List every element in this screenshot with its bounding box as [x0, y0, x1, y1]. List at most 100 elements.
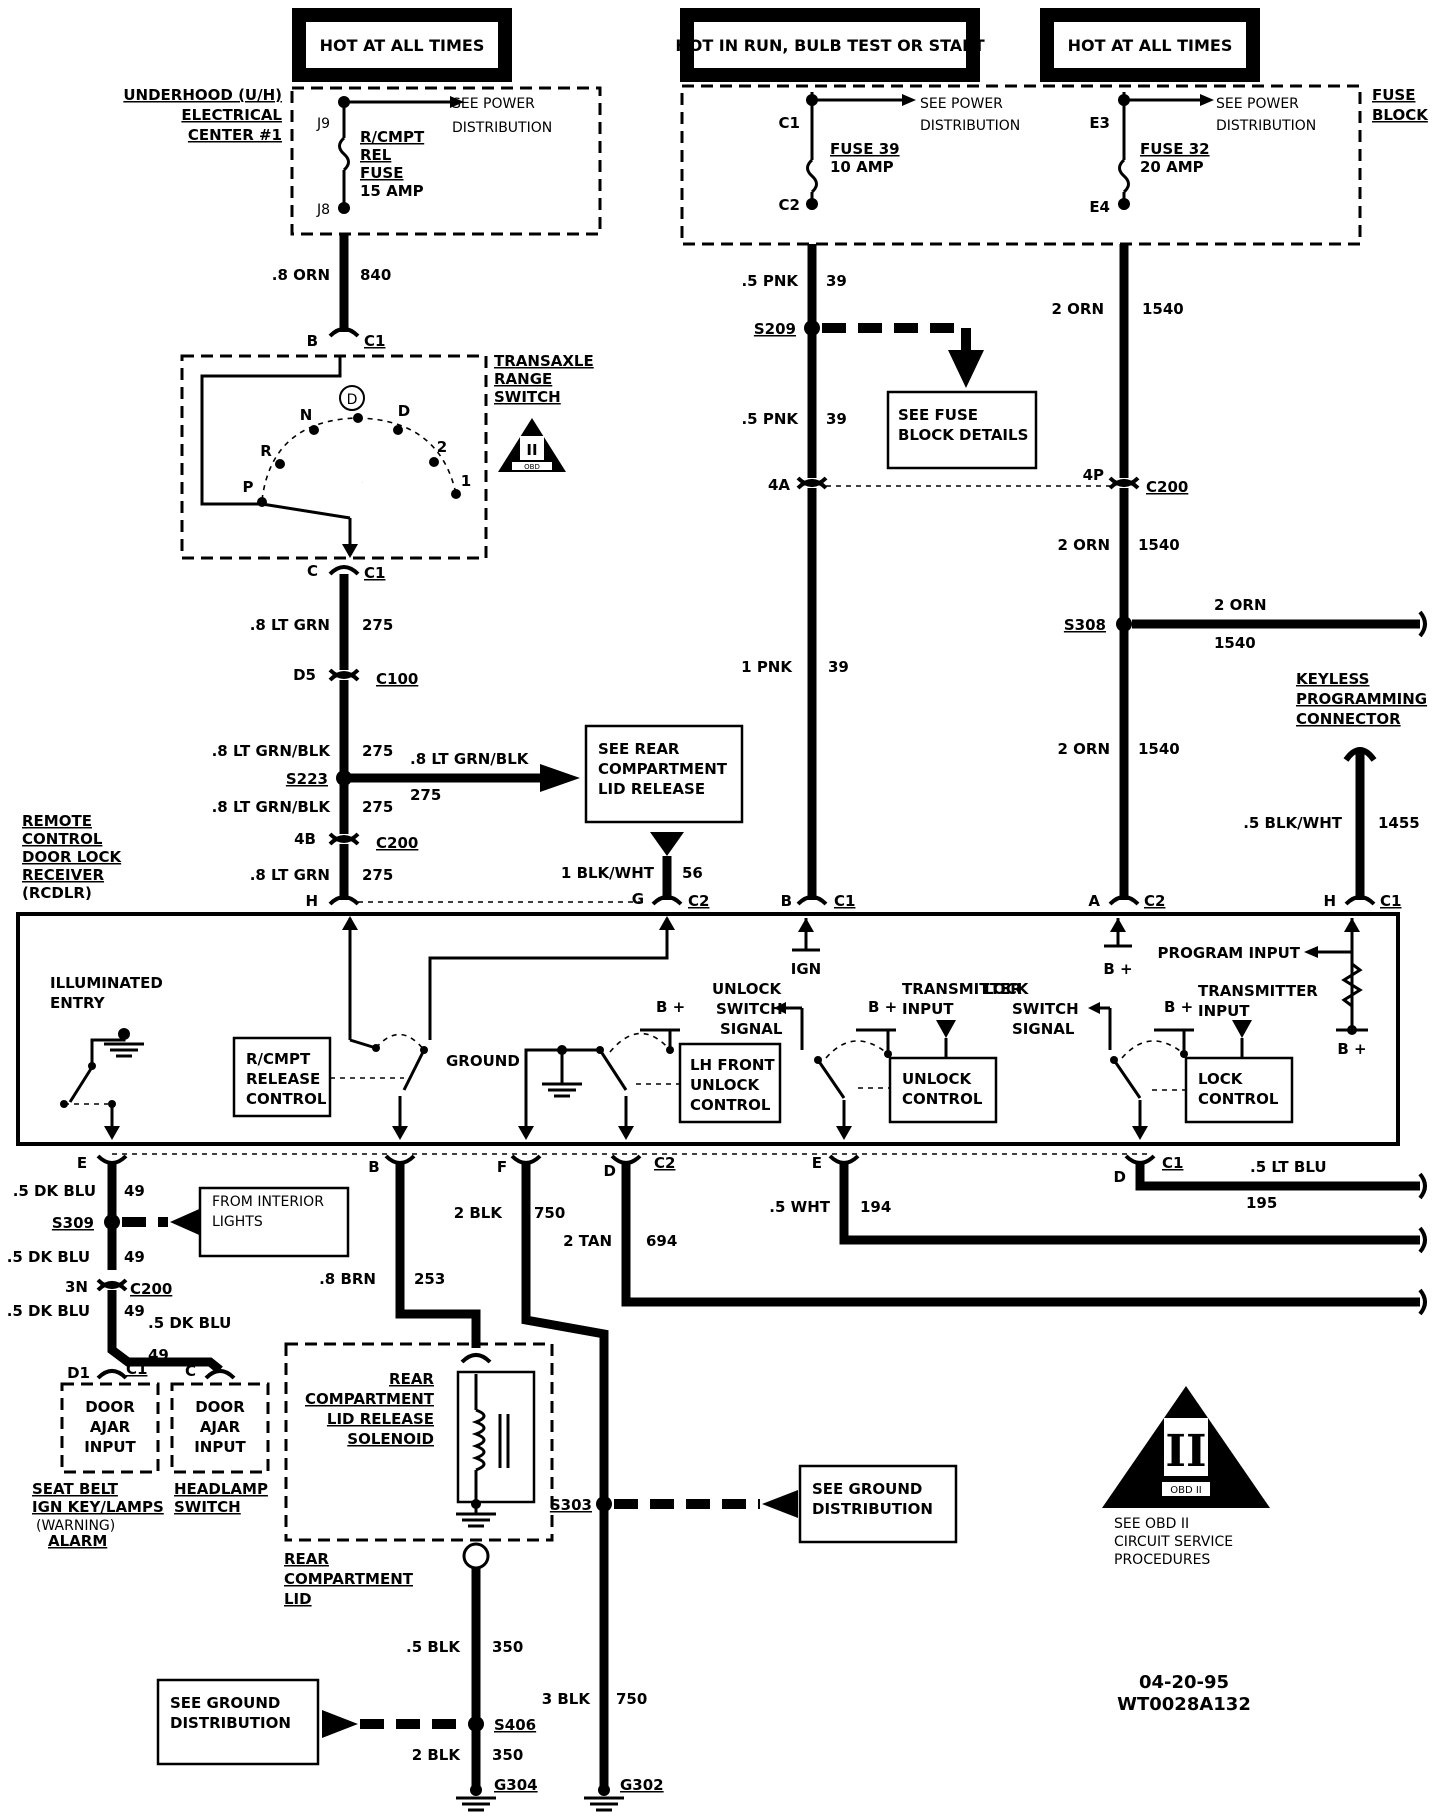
- fuse-label: R/CMPT: [360, 128, 425, 146]
- fuse-label: REL: [360, 146, 392, 164]
- pin-label: B: [781, 892, 792, 910]
- circuit-1540: 2 ORN 1540 4P C200 2 ORN 1540 S308 2 ORN…: [1051, 244, 1427, 910]
- position-label: R: [260, 442, 272, 460]
- from-interior-lights-label: LIGHTS: [212, 1214, 263, 1230]
- wire-number-label: 1540: [1142, 300, 1184, 318]
- wire-gauge-label: 2 ORN: [1051, 300, 1104, 318]
- wire-gauge-label: 2 BLK: [454, 1204, 504, 1222]
- wire-gauge-label: 1 PNK: [741, 658, 793, 676]
- wire-gauge-label: .8 LT GRN: [250, 866, 330, 884]
- illuminated-entry-label: ILLUMINATED: [50, 974, 163, 992]
- wire-gauge-label: .5 DK BLU: [7, 1248, 90, 1266]
- pin-label: C1: [779, 114, 800, 132]
- see-power-label: DISTRIBUTION: [1216, 118, 1316, 134]
- see-power-label: DISTRIBUTION: [452, 120, 552, 136]
- diagram-date: 04-20-95: [1139, 1672, 1229, 1693]
- transaxle-range-switch: B C1 D N D R P 2 1 TRANSAXLE RANGE SWITC…: [180, 327, 594, 582]
- arrow-down-icon: [392, 1126, 408, 1140]
- pin-label: 4B: [294, 830, 316, 848]
- obd-triangle-icon: II OBD: [498, 418, 566, 472]
- connector-label: C1: [834, 892, 855, 910]
- wire-number-label: 275: [362, 742, 393, 760]
- pin-label: E: [812, 1154, 822, 1172]
- wire-number-label: 275: [362, 616, 393, 634]
- fuse-block: FUSE BLOCK C1 C2 FUSE 39 10 AMP SEE POWE…: [680, 84, 1429, 246]
- arrow-left-icon: [1088, 1002, 1100, 1014]
- ground-symbol-icon: [104, 1028, 144, 1058]
- circuit-275: .8 LT GRN 275 D5 C100 .8 LT GRN/BLK 275 …: [212, 574, 744, 910]
- wire-number-label: 49: [148, 1346, 169, 1364]
- connector-label: C1: [1162, 1154, 1183, 1172]
- position-label: 2: [437, 438, 447, 456]
- transmitter-unlock-label: INPUT: [902, 1000, 954, 1018]
- circuit-194: .5 WHT 194: [769, 1162, 1427, 1254]
- resistor-icon: [1341, 962, 1363, 1008]
- from-interior-lights-label: FROM INTERIOR: [212, 1194, 324, 1210]
- wire-gauge-label: .5 PNK: [741, 272, 799, 290]
- wire-number-label: 1540: [1214, 634, 1256, 652]
- pin-label: A: [1088, 892, 1100, 910]
- circuit-694: 2 TAN 694: [563, 1162, 1427, 1316]
- rcdlr-label: (RCDLR): [22, 884, 92, 902]
- rcdlr-label: DOOR LOCK: [22, 848, 123, 866]
- ground-symbol-icon: [542, 1045, 582, 1098]
- circuit-39: .5 PNK 39 S209 SEE FUSE BLOCK DETAILS .5…: [741, 244, 1110, 910]
- arrow-down-icon: [518, 1126, 534, 1140]
- obd-ii-note: II OBD II SEE OBD II CIRCUIT SERVICE PRO…: [1102, 1386, 1270, 1568]
- lock-control-label: LOCK: [1198, 1070, 1244, 1088]
- see-power-label: SEE POWER: [920, 96, 1003, 112]
- fuse-label: 15 AMP: [360, 182, 424, 200]
- door-ajar-inputs: DOOR AJAR INPUT DOOR AJAR INPUT SEAT BEL…: [32, 1382, 270, 1550]
- wire-number-label: 56: [682, 864, 703, 882]
- ground-symbol-icon: [584, 1784, 624, 1812]
- solenoid-label: LID RELEASE: [327, 1410, 434, 1428]
- door-ajar-label: INPUT: [194, 1438, 246, 1456]
- transmitter-lock-label: TRANSMITTER: [1198, 982, 1318, 1000]
- wire-gauge-label: 2 BLK: [412, 1746, 462, 1764]
- circuit-195: .5 LT BLU 195: [1135, 1158, 1427, 1212]
- arrow-up-icon: [342, 916, 358, 930]
- keyless-label: CONNECTOR: [1296, 710, 1401, 728]
- wire-gauge-label: .8 LT GRN: [250, 616, 330, 634]
- rcdlr-label: RECEIVER: [22, 866, 104, 884]
- keyless-label: KEYLESS: [1296, 670, 1369, 688]
- wire-number-label: 275: [410, 786, 441, 804]
- arrow-down-icon: [618, 1126, 634, 1140]
- splice-s223: [336, 770, 352, 786]
- fuse-label: FUSE: [360, 164, 403, 182]
- wire-number-label: 275: [362, 798, 393, 816]
- fuse-label: 20 AMP: [1140, 158, 1204, 176]
- pin-label: E4: [1089, 198, 1110, 216]
- arrow-up-icon: [1344, 918, 1360, 932]
- splice-label: S309: [52, 1214, 94, 1232]
- connector-label: C200: [1146, 478, 1188, 496]
- unlock-control-label: CONTROL: [902, 1090, 983, 1108]
- ground-label: G304: [494, 1776, 538, 1794]
- rcdlr-label: REMOTE: [22, 812, 92, 830]
- obd-badge: OBD: [524, 463, 540, 471]
- pin-label: 4P: [1083, 466, 1104, 484]
- lock-switch-label: LOCK: [984, 980, 1030, 998]
- switch-label: TRANSAXLE: [494, 352, 594, 370]
- door-ajar-label: AJAR: [200, 1418, 241, 1436]
- connector-label: C1: [1380, 892, 1401, 910]
- illuminated-entry-label: ENTRY: [50, 994, 106, 1012]
- pin-label: D1: [67, 1364, 90, 1382]
- obd-badge: OBD II: [1170, 1485, 1202, 1496]
- connector-label: C1: [126, 1360, 147, 1378]
- position-label: P: [243, 478, 254, 496]
- see-power-label: DISTRIBUTION: [920, 118, 1020, 134]
- splice-label: S303: [550, 1496, 592, 1514]
- arrow-left-icon: [170, 1206, 206, 1238]
- arrow-right-icon: [450, 96, 464, 108]
- see-rear-lid-label: COMPARTMENT: [598, 760, 728, 778]
- fuse-block-label: BLOCK: [1372, 106, 1429, 124]
- connector-label: C2: [1144, 892, 1165, 910]
- rcdlr-label: CONTROL: [22, 830, 103, 848]
- see-ground-label: SEE GROUND: [812, 1480, 922, 1498]
- see-rear-lid-label: LID RELEASE: [598, 780, 705, 798]
- circuit-253: .8 BRN 253: [319, 1162, 481, 1348]
- see-ground-label: SEE GROUND: [170, 1694, 280, 1712]
- wire-gauge-label: .8 ORN: [272, 266, 330, 284]
- pin-label: E3: [1089, 114, 1110, 132]
